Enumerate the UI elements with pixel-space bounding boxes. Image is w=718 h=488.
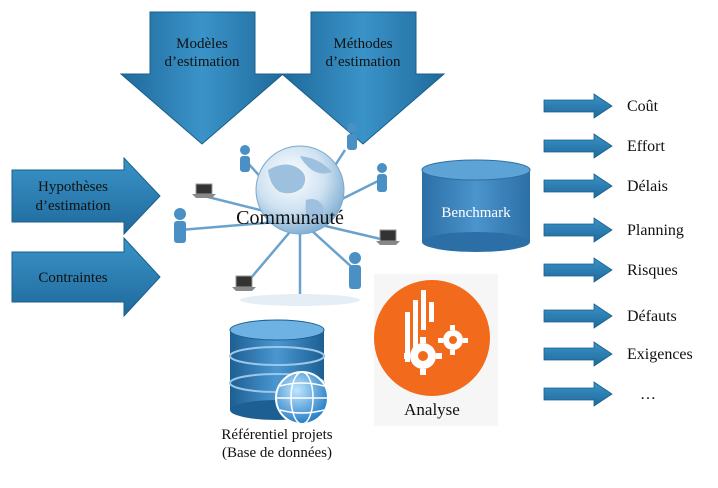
gear-icon: [404, 325, 468, 375]
database-icon: [229, 319, 329, 425]
output-item: Risques: [543, 257, 678, 283]
benchmark-label: Benchmark: [441, 205, 511, 221]
community-network: Communauté: [174, 123, 400, 306]
arrow-right-icon: [543, 217, 613, 243]
arrow-right-icon: [543, 173, 613, 199]
hypotheses-label-line2: d’estimation: [36, 198, 111, 214]
output-label: Risques: [627, 262, 678, 279]
output-label: Exigences: [627, 346, 693, 363]
output-label: Planning: [627, 222, 684, 239]
analysis-label: Analyse: [404, 400, 460, 419]
models-label-line2: d’estimation: [165, 54, 240, 70]
arrow-right-icon: [543, 381, 613, 407]
output-item: Délais: [543, 173, 668, 199]
benchmark-cylinder: Benchmark: [421, 159, 531, 252]
arrow-right-icon: [543, 133, 613, 159]
output-item: Planning: [543, 217, 684, 243]
output-label: Délais: [627, 178, 668, 195]
arrow-right-icon: [543, 93, 613, 119]
web-globe-icon: [275, 371, 329, 425]
laptop-icon: [192, 183, 400, 291]
output-item: Défauts: [543, 303, 677, 329]
community-label: Communauté: [236, 207, 344, 229]
models-label-line1: Modèles: [176, 36, 228, 52]
methods-label-line2: d’estimation: [326, 54, 401, 70]
person-icon: [174, 123, 387, 289]
arrow-right-icon: [543, 341, 613, 367]
hypotheses-label-line1: Hypothèses: [38, 179, 108, 195]
output-label: …: [640, 386, 656, 403]
output-item: Exigences: [543, 341, 693, 367]
repository-label-line2: (Base de données): [222, 445, 332, 461]
output-list: CoûtEffortDélaisPlanningRisquesDéfautsEx…: [543, 93, 693, 407]
arrow-right-icon: [543, 303, 613, 329]
output-label: Coût: [627, 98, 659, 115]
output-item: …: [543, 381, 656, 407]
arrow-right-icon: [543, 257, 613, 283]
input-arrow-constraints: Contraintes: [11, 236, 161, 318]
repository-label-line1: Référentiel projets: [221, 427, 332, 443]
output-item: Coût: [543, 93, 659, 119]
output-item: Effort: [543, 133, 665, 159]
analysis-circle: [374, 280, 490, 396]
input-arrow-hypotheses: Hypothèses d’estimation: [11, 156, 161, 236]
input-arrow-methods: Méthodes d’estimation: [280, 11, 446, 145]
chart-bars-icon: [405, 290, 434, 362]
output-label: Défauts: [627, 308, 677, 325]
input-arrow-models: Modèles d’estimation: [119, 11, 285, 145]
globe-icon: [255, 145, 345, 235]
analysis-badge: Analyse: [374, 274, 498, 426]
output-label: Effort: [627, 138, 665, 155]
constraints-label: Contraintes: [38, 270, 107, 286]
methods-label-line1: Méthodes: [333, 36, 392, 52]
